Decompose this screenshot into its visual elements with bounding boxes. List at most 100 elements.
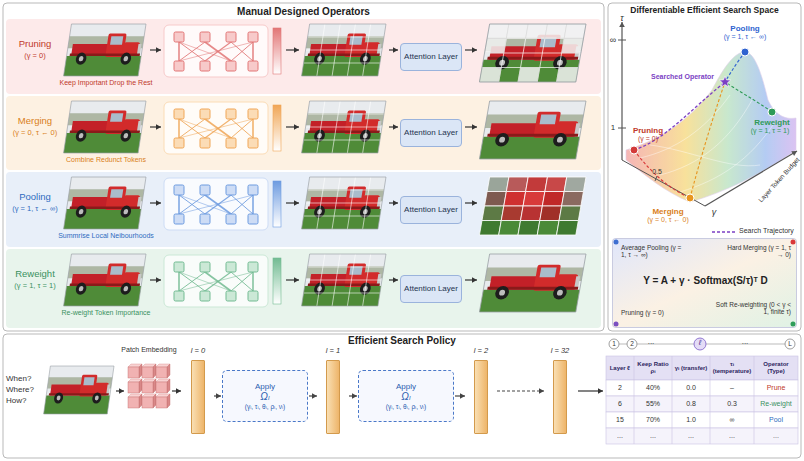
scale-dot <box>609 339 619 349</box>
text-slot: ... <box>672 428 710 444</box>
text-slot: τₗ (temperature) <box>710 356 754 380</box>
token-link <box>178 119 180 138</box>
car-image <box>479 177 586 235</box>
diagram-label: (γ = 1, τ ← ∞) <box>705 33 785 41</box>
token-link <box>205 272 231 291</box>
text-slot: ... <box>754 428 798 444</box>
text-slot: ... <box>634 428 672 444</box>
token-link <box>179 195 205 214</box>
truck-wheel <box>494 133 510 147</box>
operator-params: (γ = 1, τ ← ∞) <box>6 205 64 214</box>
truck-wheel <box>92 392 102 403</box>
car-image <box>479 101 586 159</box>
token <box>248 262 258 272</box>
text-slot: Keep Important Drop the Rest <box>51 79 161 87</box>
cube-front <box>156 367 167 378</box>
text-slot: 40% <box>634 380 672 396</box>
text-slot: Combine Redunct Tokens <box>51 156 161 164</box>
truck-wheel <box>75 283 87 295</box>
search-trajectory <box>725 52 745 82</box>
token <box>174 214 184 224</box>
truck-window <box>349 113 363 122</box>
cube-side <box>167 364 170 378</box>
token-link <box>252 272 254 291</box>
diagram-label: Merging <box>640 207 696 216</box>
corner-caption: Soft Re-weighting (0 < γ < 1, finite τ) <box>709 301 791 316</box>
cube-front <box>142 367 153 378</box>
token <box>226 262 236 272</box>
text-slot: Differentiable Efficient Search Space <box>608 6 801 16</box>
attn-node: Attention Layer <box>400 43 462 71</box>
truck-hub <box>499 290 506 296</box>
arrow-head <box>294 277 299 283</box>
truck-window <box>349 36 363 45</box>
arrow-head <box>791 151 797 156</box>
token-link <box>205 42 231 61</box>
layer-node: l = 0 <box>183 347 213 435</box>
pooled-patch <box>482 206 504 221</box>
diagram-label: 1 <box>609 340 619 347</box>
truck-wheel <box>120 53 132 65</box>
token-link <box>179 42 205 61</box>
cube-side <box>153 364 156 378</box>
token <box>174 109 184 119</box>
sky <box>479 24 586 82</box>
text-slot: Hard Merging (γ = 1, τ → 0) <box>723 244 791 259</box>
importance-bar <box>273 28 281 74</box>
sky <box>302 101 386 153</box>
token-link <box>179 272 205 291</box>
diagram-label: Searched Operator <box>640 73 714 81</box>
table-header: τₗ (temperature) <box>710 361 754 375</box>
connector <box>214 393 221 399</box>
diagram-label: How? <box>6 396 42 405</box>
token <box>200 291 210 301</box>
table-cell: – <box>730 384 734 392</box>
car-plane <box>302 101 386 153</box>
text-slot: (γ = 1, τ = 1) <box>741 127 799 135</box>
text-slot: l = 1 <box>312 347 354 356</box>
diagram-label: ℓ <box>694 339 706 348</box>
token-link <box>179 42 205 61</box>
token-graph-frame <box>164 178 268 230</box>
truck-wheel <box>494 286 510 300</box>
sky <box>64 177 146 229</box>
token-link <box>252 195 254 214</box>
axis-line <box>622 160 705 206</box>
text-slot: γₗ (transfer) <box>672 356 710 380</box>
layer-slab <box>191 360 205 434</box>
diagram-label: (γ = 0) <box>626 135 670 143</box>
arrow-head <box>156 200 161 206</box>
text-slot: Merging <box>6 116 64 127</box>
operator-name: Pooling <box>6 192 64 203</box>
image-frame <box>302 254 386 306</box>
apply-node: ApplyΩₗ(γₗ, τₗ, θₗ, ρₗ, νₗ) <box>358 370 454 422</box>
text-slot: (γ = 0) <box>626 135 670 143</box>
truck-hub <box>78 133 83 138</box>
corner-caption: Pruning (γ = 0) <box>621 309 683 316</box>
layer-name: Attention Layer <box>404 205 458 214</box>
pooled-patch <box>487 177 509 192</box>
car-image <box>64 177 146 229</box>
patch-grid <box>308 114 384 115</box>
text-slot: Patch Embedding <box>116 346 182 354</box>
layer-index: l = 1 <box>312 347 354 356</box>
operator-params: (γ = 0, τ ← 0) <box>6 129 64 138</box>
text-slot: Layer ℓ <box>606 356 634 380</box>
token <box>226 185 236 195</box>
dropped-patch <box>545 24 567 39</box>
text-slot: Pooling <box>6 192 64 203</box>
importance-bar <box>273 181 281 227</box>
operator-name: Reweight <box>6 269 64 280</box>
arrow-head <box>176 388 181 394</box>
operator-caption: Combine Redunct Tokens <box>51 156 161 164</box>
importance-bar <box>273 105 281 151</box>
cube-front <box>156 382 167 393</box>
search-trajectory <box>634 150 690 198</box>
table-cell: Pool <box>769 416 783 424</box>
text-slot: ∞ <box>710 412 754 428</box>
truck-hub <box>123 286 128 291</box>
cube-side <box>139 379 142 393</box>
truck-window <box>349 266 363 275</box>
image-frame <box>64 254 146 306</box>
operator-params: (γ = 1, τ = 1) <box>6 282 64 291</box>
